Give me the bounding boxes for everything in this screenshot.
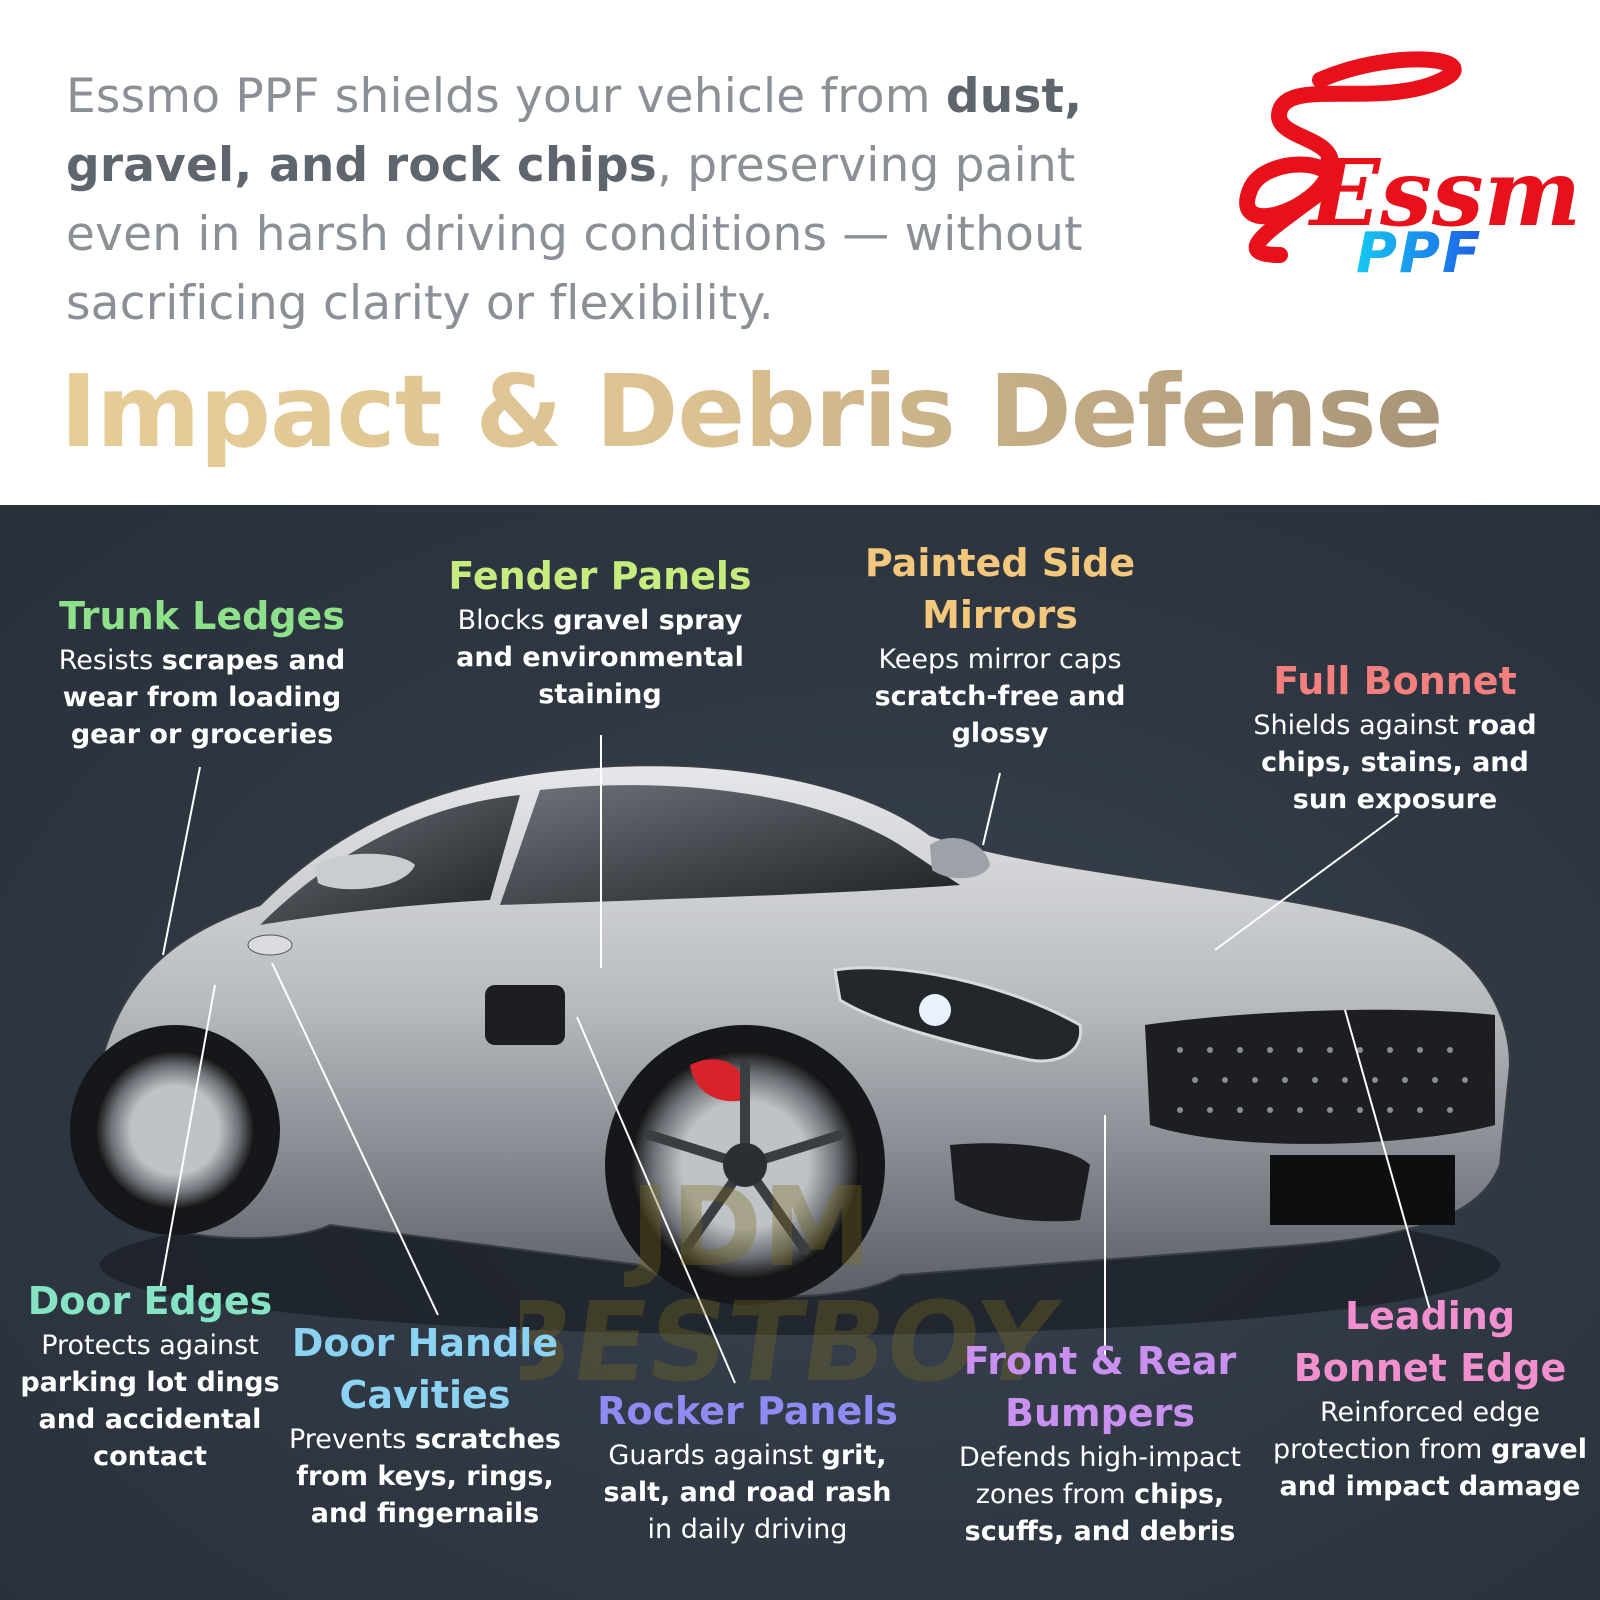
leader-bonnet (1214, 814, 1399, 951)
callout-title: Door Edges (27, 1279, 273, 1323)
page-title: Impact & Debris Defense (60, 353, 1443, 470)
callout-title: Full Bonnet (1273, 659, 1517, 703)
leader-trunk (162, 766, 201, 956)
desc-bold: scrapes and wear from loading gear or gr… (62, 645, 346, 750)
callout-title: Painted Side Mirrors (864, 541, 1136, 637)
desc-text: Blocks (457, 605, 554, 636)
callout-title: Front & Rear Bumpers (963, 1339, 1237, 1435)
callout-full-bonnet: Full Bonnet Shields against road chips, … (1230, 655, 1560, 818)
desc-text: Shields against (1253, 710, 1468, 741)
desc-bold: chips, scuffs, and debris (964, 1479, 1236, 1547)
license-plate (1270, 1155, 1455, 1225)
leader-rocker (576, 1016, 736, 1384)
side-mirror (930, 837, 990, 879)
callout-description: Reinforced edge protection from gravel a… (1265, 1394, 1595, 1505)
desc-bold: scratch-free and glossy (874, 681, 1126, 749)
callout-trunk-ledges: Trunk Ledges Resists scrapes and wear fr… (52, 590, 352, 753)
intro-paragraph: Essmo PPF shields your vehicle from dust… (66, 62, 1166, 338)
desc-text: Guards against (608, 1440, 822, 1471)
callout-leading-bonnet-edge: Leading Bonnet Edge Reinforced edge prot… (1265, 1290, 1595, 1505)
desc-text: Prevents (288, 1424, 415, 1455)
car-illustration (70, 735, 1512, 1384)
leader-mirrors (982, 772, 1001, 846)
intro-text: Essmo PPF shields your vehicle from (66, 69, 946, 124)
leader-handle (271, 962, 439, 1316)
callout-description: Guards against grit, salt, and road rash… (590, 1437, 905, 1548)
near-mirror (315, 853, 415, 890)
desc-bold: grit, salt, and road rash (603, 1440, 892, 1508)
grille-pattern (1177, 1047, 1468, 1113)
desc-bold: scratches from keys, rings, and fingerna… (296, 1424, 561, 1529)
callout-description: Shields against road chips, stains, and … (1230, 707, 1560, 818)
callout-description: Defends high-impact zones from chips, sc… (945, 1439, 1255, 1550)
door-handle (247, 934, 293, 956)
leader-leading (1344, 1009, 1431, 1311)
callout-title: Rocker Panels (597, 1389, 898, 1433)
callout-door-edges: Door Edges Protects against parking lot … (20, 1275, 280, 1475)
callout-fender-panels: Fender Panels Blocks gravel spray and en… (440, 550, 760, 713)
intro-text-end: , preserving paint even in harsh driving… (66, 138, 1083, 331)
leader-lines (159, 735, 1431, 1384)
desc-text: Keeps mirror caps (878, 644, 1122, 675)
callout-title: Trunk Ledges (59, 594, 345, 638)
front-grille (1145, 1009, 1495, 1144)
rear-wheel (95, 1050, 255, 1210)
callout-title: Fender Panels (448, 554, 752, 598)
essmo-ppf-logo: Essmo PPF (1239, 51, 1580, 285)
headlight (833, 966, 1083, 1063)
desc-bold: parking lot dings and accidental contact (20, 1367, 280, 1472)
desc-text-end: in daily driving (647, 1514, 848, 1545)
headlight-lens (919, 994, 951, 1026)
wheel-hub (723, 1143, 767, 1187)
callout-description: Prevents scratches from keys, rings, and… (285, 1421, 565, 1532)
desc-bold: road chips, stains, and sun exposure (1261, 710, 1537, 815)
callout-title: Door Handle Cavities (291, 1321, 559, 1417)
callout-description: Protects against parking lot dings and a… (20, 1327, 280, 1475)
diagram-section: JDM BESTBOY Trunk Ledges Resists scrapes… (0, 505, 1600, 1600)
brake-caliper (690, 1059, 746, 1102)
callout-painted-side-mirrors: Painted Side Mirrors Keeps mirror caps s… (860, 537, 1140, 752)
side-vent (485, 985, 565, 1045)
logo-brand-text: Essmo (1307, 139, 1580, 247)
logo-ppf-text: PPF (1356, 221, 1482, 285)
callout-description: Keeps mirror caps scratch-free and gloss… (860, 641, 1140, 752)
header-section: Essmo PPF shields your vehicle from dust… (0, 0, 1600, 505)
callout-rocker-panels: Rocker Panels Guards against grit, salt,… (590, 1385, 905, 1548)
lower-intake (950, 1143, 1090, 1222)
desc-text: Protects against (41, 1330, 259, 1361)
callout-door-handle-cavities: Door Handle Cavities Prevents scratches … (285, 1317, 565, 1532)
desc-text: Resists (58, 645, 162, 676)
desc-text: Defends high-impact zones from (959, 1442, 1241, 1510)
callout-front-rear-bumpers: Front & Rear Bumpers Defends high-impact… (945, 1335, 1255, 1550)
callout-description: Blocks gravel spray and environmental st… (440, 602, 760, 713)
callout-title: Leading Bonnet Edge (1293, 1294, 1567, 1390)
windshield (500, 785, 960, 905)
callout-description: Resists scrapes and wear from loading ge… (52, 642, 352, 753)
leader-door-edges (159, 984, 216, 1291)
desc-text: Reinforced edge protection from (1273, 1397, 1540, 1465)
intro-bold-text: dust, gravel, and rock chips (66, 69, 1083, 193)
desc-bold: gravel and impact damage (1279, 1434, 1587, 1502)
desc-bold: gravel spray and environmental staining (456, 605, 744, 710)
